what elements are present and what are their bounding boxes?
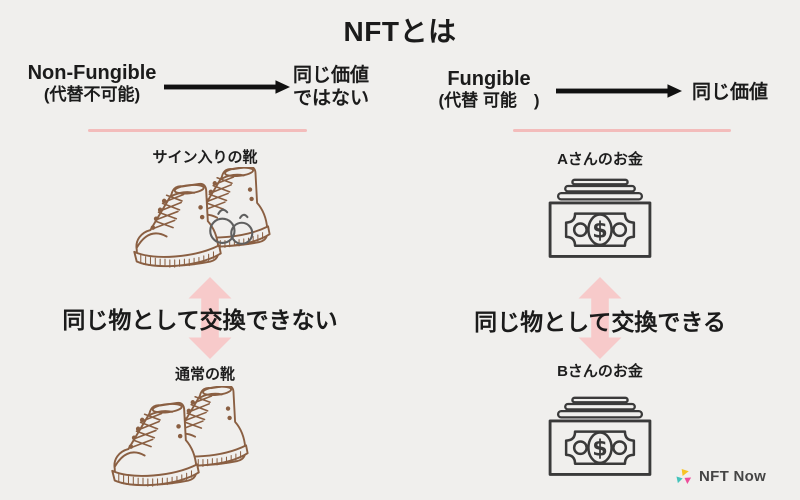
signed-shoes-label: サイン入りの靴 [152,149,258,166]
brand-triangles-icon [676,468,692,485]
non-fungible-term-ja: (代替不可能) [43,85,141,104]
money-b-label: Bさんのお金 [557,363,643,380]
page-title: NFTとは [343,16,457,47]
arrow-right-icon [164,80,290,94]
fungible-term-ja: (代替 可能 ) [438,91,540,110]
non-fungible-term-en: Non-Fungible [27,62,157,84]
sneakers-icon [104,386,262,487]
money-a-label: Aさんのお金 [557,151,643,168]
left-exchange-text: 同じ物として交換できない [62,307,338,333]
arrow-right-icon [556,84,682,98]
brand-name: NFT Now [699,468,767,485]
non-fungible-result-line1: 同じ価値 [293,65,370,86]
money-stack-icon [548,396,652,476]
right-exchange-text: 同じ物として交換できる [474,309,726,335]
left-pink-divider [88,129,307,132]
normal-shoes-label: 通常の靴 [174,366,235,383]
brand-logo: NFT Now [676,468,766,485]
signed-sneakers-icon [126,167,284,268]
non-fungible-result-line2: ではない [293,88,370,109]
non-fungible-result: 同じ価値 ではない [293,64,388,110]
fungible-result: 同じ価値 [692,82,769,103]
fungible-term-en: Fungible [447,68,531,90]
money-stack-icon [548,178,652,258]
fungible-term: Fungible (代替 可能 ) [424,68,554,112]
non-fungible-term: Non-Fungible (代替不可能) [22,62,162,106]
right-pink-divider [513,129,731,132]
